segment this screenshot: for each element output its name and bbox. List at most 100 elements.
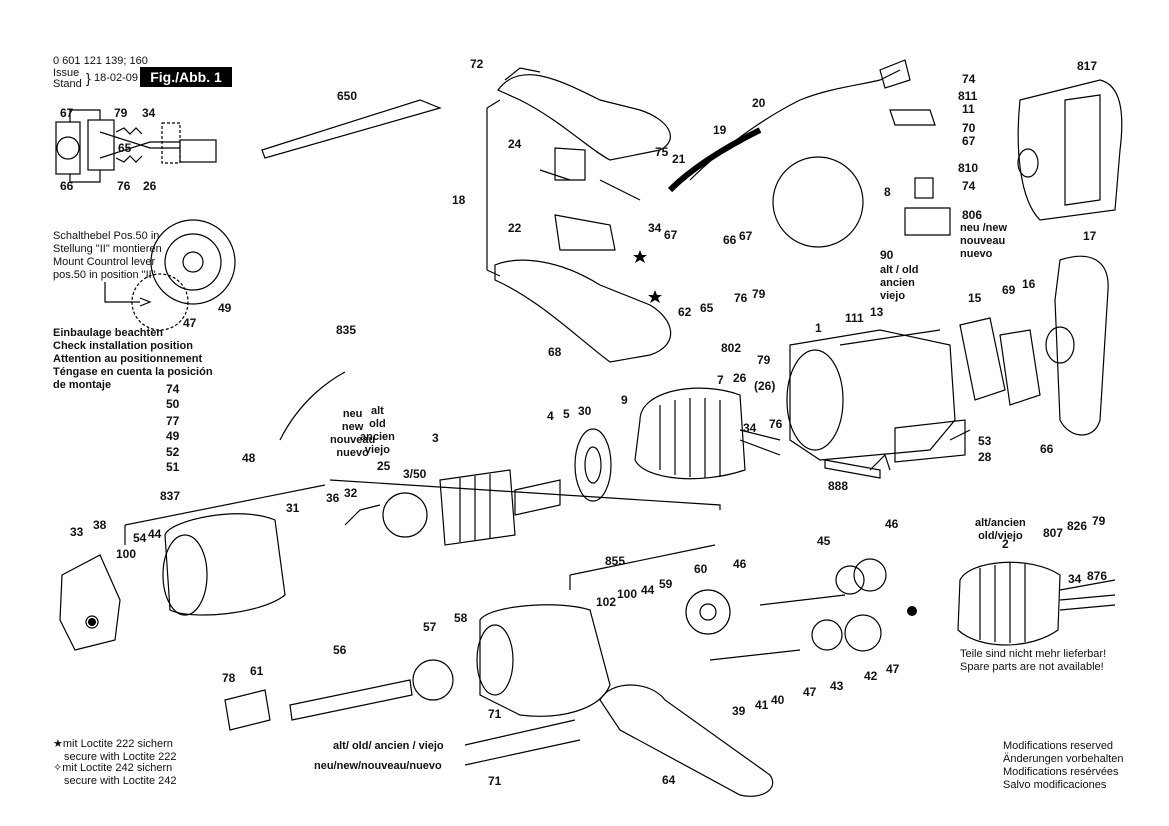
callout: 21	[672, 152, 686, 166]
callout: 817	[1077, 59, 1098, 73]
note-line: Salvo modificaciones	[1003, 779, 1107, 791]
note-line: Stellung "II" montieren	[53, 243, 162, 255]
callout: 807	[1043, 526, 1064, 540]
callout: 76	[734, 291, 748, 305]
callout: 46	[885, 517, 899, 531]
note-old-part-90: alt / old ancien viejo	[880, 264, 919, 303]
note-modifications: Modifications reserved Änderungen vorbeh…	[1003, 740, 1123, 792]
callout: 44	[641, 583, 655, 597]
callout: 74	[962, 72, 976, 86]
note-line: viejo	[364, 444, 390, 456]
callout: 15	[968, 291, 982, 305]
callout: 79	[1092, 514, 1106, 528]
note-not-available: Teile sind nicht mehr lieferbar! Spare p…	[960, 648, 1106, 674]
note-line: secure with Loctite 242	[64, 775, 177, 787]
callout: 22	[508, 221, 522, 235]
stator	[634, 387, 746, 480]
spindle-56	[289, 679, 413, 721]
callout: 78	[222, 671, 236, 685]
note-control-lever: Schalthebel Pos.50 in Stellung "II" mont…	[53, 230, 162, 282]
note-line: nuevo	[960, 248, 993, 260]
issue-label: Issue	[53, 67, 80, 79]
callout: 33	[70, 525, 84, 539]
callout: 34	[743, 421, 757, 435]
callout: 67	[664, 228, 678, 242]
callout: 26	[143, 179, 157, 193]
note-line: neu /new	[960, 222, 1008, 234]
armature	[439, 469, 516, 546]
callout: 40	[771, 693, 785, 707]
callout: 47	[183, 316, 197, 330]
callout: (26)	[754, 379, 776, 393]
callout: 30	[578, 404, 592, 418]
callout: 3	[432, 431, 439, 445]
stator-old	[957, 561, 1061, 646]
callout: 45	[817, 534, 831, 548]
callout: 876	[1087, 569, 1108, 583]
callout: 46	[733, 557, 747, 571]
note-line: alt	[371, 405, 384, 417]
callout: 56	[333, 643, 347, 657]
note-line: old	[369, 418, 386, 430]
dial-diagram	[104, 219, 236, 331]
callout: 66	[723, 233, 737, 247]
callout: 34	[1068, 572, 1082, 586]
callout: 3/50	[403, 467, 427, 481]
callout: 67	[739, 229, 753, 243]
wiring-schematic	[55, 109, 217, 183]
callout: 57	[423, 620, 437, 634]
callout: 34	[648, 221, 662, 235]
zoom-circle	[772, 156, 864, 248]
note-line: alt/ancien	[975, 517, 1026, 529]
note-screw-new: neu/new/nouveau/nuevo	[314, 760, 442, 772]
callout: 77	[166, 414, 180, 428]
callout: 100	[617, 587, 638, 601]
stand-label: Stand	[53, 78, 82, 90]
note-line: Téngase en cuenta la posición	[53, 366, 213, 378]
callout: 38	[93, 518, 107, 532]
callout: 19	[713, 123, 727, 137]
handle-shell	[497, 74, 671, 161]
callout: 76	[769, 417, 783, 431]
callout: 65	[700, 301, 714, 315]
callout: 61	[250, 664, 264, 678]
gear-housing-left	[164, 513, 286, 616]
note-line: Teile sind nicht mehr lieferbar!	[960, 648, 1107, 660]
callout: 102	[596, 595, 617, 609]
note-line: mit Loctite 222 sichern	[62, 738, 173, 750]
callout: 2	[1002, 537, 1009, 551]
note-line: Einbaulage beachten	[53, 327, 164, 339]
callout: 64	[662, 773, 676, 787]
note-line: nouveau	[960, 235, 1006, 247]
callout: 47	[886, 662, 900, 676]
callout: 41	[755, 698, 769, 712]
note-line: nouveau	[330, 434, 376, 446]
part-number: 0 601 121 139; 160	[53, 55, 148, 67]
note-line: Modifications reserved	[1003, 740, 1114, 752]
note-line: de montaje	[53, 379, 112, 391]
callout: 69	[1002, 283, 1016, 297]
callout: 826	[1067, 519, 1088, 533]
callout: 802	[721, 341, 742, 355]
callout: 5	[563, 407, 570, 421]
callout: 806	[962, 208, 983, 222]
callout: 7	[717, 373, 724, 387]
callout: 100	[116, 547, 137, 561]
callout: 18	[452, 193, 466, 207]
star-outline-icon: ✧	[53, 762, 63, 774]
callout: 49	[166, 429, 180, 443]
callout: 60	[694, 562, 708, 576]
note-line: viejo	[880, 290, 906, 302]
callout: 34	[142, 106, 156, 120]
callout: 74	[166, 382, 180, 396]
callout: 79	[752, 287, 766, 301]
callout: 4	[547, 409, 554, 423]
cover-817	[1017, 79, 1123, 221]
callout: 44	[148, 527, 162, 541]
note-old-part: alt old ancien viejo	[360, 405, 395, 457]
handle-17	[1054, 255, 1109, 436]
callout: 51	[166, 460, 180, 474]
note-alt-ancien: alt/ancien old/viejo	[975, 517, 1026, 543]
callout: 79	[114, 106, 128, 120]
